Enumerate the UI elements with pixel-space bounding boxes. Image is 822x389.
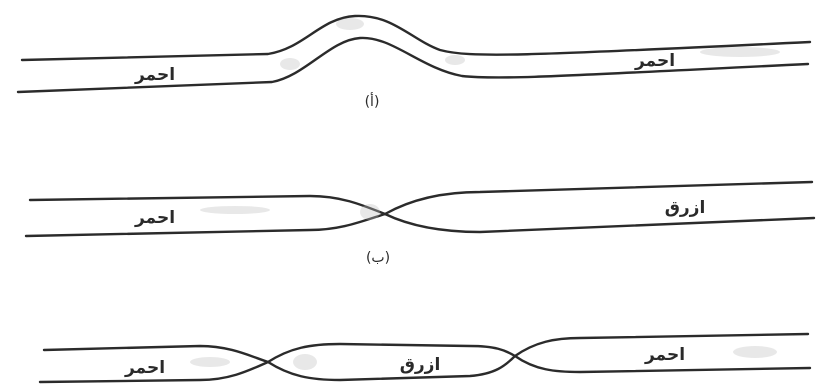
figure-c: احمر ازرق احمر <box>40 334 810 382</box>
figure-a-upper-wall <box>22 16 810 60</box>
figure-b-left-lower-wall <box>26 214 385 236</box>
figure-b-smudge <box>200 206 270 214</box>
figure-a-label-left: احمر <box>134 65 175 85</box>
figure-a-smudge <box>445 55 465 65</box>
figure-a-label-right: احمر <box>634 51 675 71</box>
figure-c-label-right: احمر <box>644 345 685 365</box>
figure-c-label-left: احمر <box>124 358 165 378</box>
figure-c-smudge <box>293 354 317 370</box>
figure-a-smudge <box>336 18 364 30</box>
figure-c-label-middle: ازرق <box>400 355 441 375</box>
figure-b-label-right: ازرق <box>665 198 706 218</box>
figure-c-smudge <box>190 357 230 367</box>
figure-b-smudge <box>360 204 380 220</box>
figure-b: احمر ازرق (ب) <box>26 182 814 266</box>
figure-a: احمر احمر (أ) <box>18 16 810 110</box>
figure-b-caption: (ب) <box>366 250 390 266</box>
figure-b-right-lower-wall <box>385 214 814 232</box>
figure-c-smudge <box>733 346 777 358</box>
figure-a-smudge <box>700 47 780 57</box>
figure-b-right-upper-wall <box>385 182 812 214</box>
figure-a-caption: (أ) <box>365 92 380 110</box>
figure-a-smudge <box>280 58 300 70</box>
figure-b-label-left: احمر <box>134 208 175 228</box>
